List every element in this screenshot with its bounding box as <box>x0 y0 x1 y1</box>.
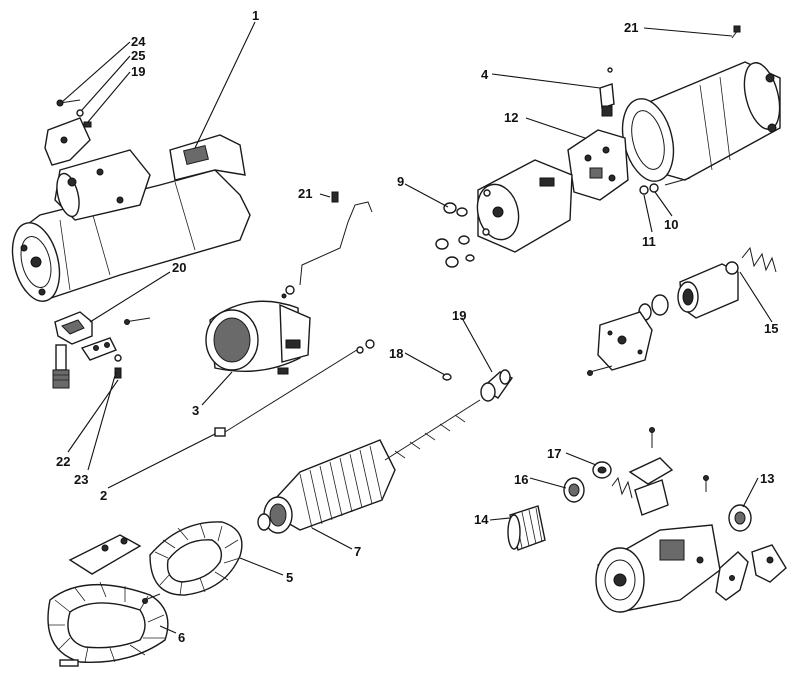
callout-5: 5 <box>286 570 293 585</box>
callout-17: 17 <box>547 446 561 461</box>
leader-lines <box>61 21 773 634</box>
callout-6: 6 <box>178 630 185 645</box>
callout-21-top: 21 <box>624 20 638 35</box>
bolts-group-top-left <box>56 99 92 128</box>
pinion-drive-parts <box>507 427 752 551</box>
callout-25: 25 <box>131 48 145 63</box>
assembled-starter <box>11 117 251 302</box>
callout-19-top: 19 <box>131 64 145 79</box>
callout-19-armature: 19 <box>452 308 466 323</box>
callout-15: 15 <box>764 321 778 336</box>
callout-22: 22 <box>56 454 70 469</box>
callout-10: 10 <box>664 217 678 232</box>
callout-18: 18 <box>389 346 403 361</box>
callout-12: 12 <box>504 110 518 125</box>
callout-labels: 1 2 3 4 5 6 7 9 10 11 12 13 14 15 16 17 … <box>56 8 778 645</box>
callout-1: 1 <box>252 8 259 23</box>
callout-16: 16 <box>514 472 528 487</box>
callout-13: 13 <box>760 471 774 486</box>
callout-21-strap: 21 <box>298 186 312 201</box>
callout-23: 23 <box>74 472 88 487</box>
support-strap <box>281 191 373 299</box>
through-bolt <box>214 339 375 437</box>
callout-11: 11 <box>642 234 656 249</box>
callout-2: 2 <box>100 488 107 503</box>
terminal-bracket-parts <box>52 311 151 389</box>
callout-20: 20 <box>172 260 186 275</box>
pole-shoe-band <box>205 300 311 375</box>
field-coils <box>47 521 243 667</box>
armature <box>257 369 514 534</box>
callout-7: 7 <box>354 544 361 559</box>
drive-end-housing <box>595 524 787 613</box>
callout-9: 9 <box>397 174 404 189</box>
callout-24: 24 <box>131 34 146 49</box>
drive-assembly-upper <box>587 246 777 376</box>
commutator-end-housing <box>435 25 781 268</box>
callout-4: 4 <box>481 67 489 82</box>
callout-14: 14 <box>474 512 489 527</box>
callout-3: 3 <box>192 403 199 418</box>
